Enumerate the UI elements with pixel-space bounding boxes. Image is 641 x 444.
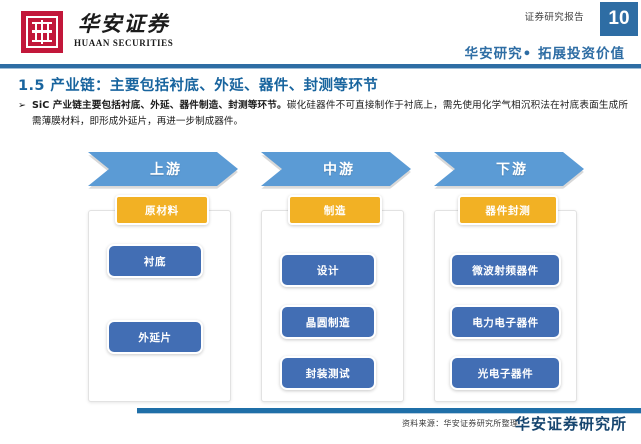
logo-wordmark: 华安证券 HUAAN SECURITIES (74, 11, 174, 49)
node-midstream-3[interactable]: 封装测试 (280, 356, 376, 390)
node-downstream-1[interactable]: 微波射频器件 (450, 253, 561, 287)
chevron-downstream-label: 下游 (496, 162, 528, 178)
value-chain-diagram: 上游 中游 下游 原材料 制造 器件封测 衬底 外延片 设计 晶圆制造 封装测试… (0, 140, 641, 405)
bullet-text: SiC 产业链主要包括衬底、外延、器件制造、封测等环节。碳化硅器件不可直接制作于… (32, 98, 628, 129)
report-kicker: 证券研究报告 (524, 12, 584, 23)
page-title: 1.5 产业链：主要包括衬底、外延、器件、封测等环节 (18, 78, 379, 94)
brand-logo: 华安证券 HUAAN SECURITIES (21, 11, 186, 57)
header-tagline: 华安研究• 拓展投资价值 (464, 46, 625, 62)
bullet-marker-icon: ➢ (18, 100, 26, 111)
node-midstream-2[interactable]: 晶圆制造 (280, 305, 376, 339)
huaan-logo-icon (21, 11, 63, 53)
bullet-lead-text: SiC 产业链主要包括衬底、外延、器件制造、封测等环节。 (32, 100, 287, 111)
chevron-upstream[interactable]: 上游 (88, 152, 238, 186)
footer-brand: 华安证券研究所 (514, 415, 627, 433)
node-upstream-1[interactable]: 衬底 (107, 244, 203, 278)
chevron-downstream[interactable]: 下游 (434, 152, 584, 186)
chevron-midstream[interactable]: 中游 (261, 152, 411, 186)
page-number-badge: 10 (600, 2, 638, 36)
footer-divider-rule (137, 408, 641, 413)
logo-english-name: HUAAN SECURITIES (74, 38, 174, 48)
logo-chinese-name: 华安证券 (77, 11, 170, 36)
slide-header: 华安证券 HUAAN SECURITIES 证券研究报告 10 华安研究• 拓展… (0, 0, 641, 70)
stage-header-midstream[interactable]: 制造 (288, 195, 382, 225)
header-divider-rule (0, 64, 641, 68)
node-downstream-2[interactable]: 电力电子器件 (450, 305, 561, 339)
footer-source-note: 资料来源：华安证券研究所整理 (402, 419, 519, 428)
stage-header-upstream[interactable]: 原材料 (115, 195, 209, 225)
bullet-row: ➢ SiC 产业链主要包括衬底、外延、器件制造、封测等环节。碳化硅器件不可直接制… (16, 98, 628, 129)
chevron-upstream-label: 上游 (150, 162, 182, 178)
bullet-rest-text: 碳化硅器件不可直接制作于衬底上，需先使用化学气相沉积法在衬底表面生成所需薄膜材料… (32, 100, 629, 127)
chevron-midstream-label: 中游 (323, 162, 355, 178)
node-downstream-3[interactable]: 光电子器件 (450, 356, 561, 390)
node-upstream-2[interactable]: 外延片 (107, 320, 203, 354)
header-divider-rule-thin (0, 68, 641, 69)
footer-divider-rule-thin (137, 413, 641, 414)
node-midstream-1[interactable]: 设计 (280, 253, 376, 287)
stage-header-downstream[interactable]: 器件封测 (458, 195, 558, 225)
stage-panel-upstream (88, 210, 231, 402)
bullet-block: ➢ SiC 产业链主要包括衬底、外延、器件制造、封测等环节。碳化硅器件不可直接制… (16, 98, 628, 129)
